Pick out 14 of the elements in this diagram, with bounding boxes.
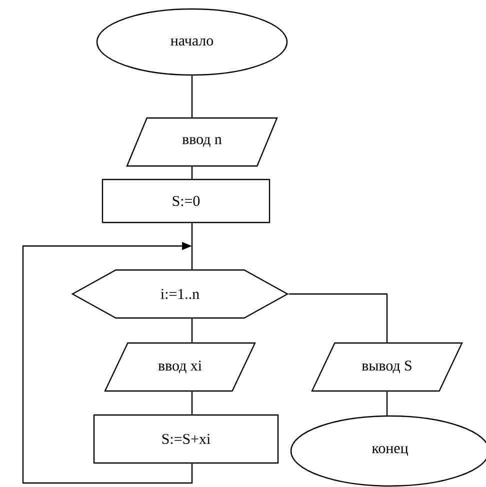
connector — [191, 318, 193, 342]
connector — [191, 392, 193, 414]
connector — [191, 166, 193, 179]
connector — [191, 76, 193, 118]
loop-hexagon: i:=1..n — [71, 269, 289, 319]
process-box: S:=0 — [102, 178, 270, 224]
input-parallelogram: ввод n — [126, 117, 278, 167]
input-parallelogram: ввод xi — [104, 342, 256, 392]
output-parallelogram: вывод S — [311, 342, 463, 392]
connector — [288, 293, 388, 342]
connector — [386, 392, 388, 416]
process-box: S:=S+xi — [93, 414, 279, 464]
loop-arrow — [22, 242, 193, 484]
connector — [191, 223, 193, 270]
